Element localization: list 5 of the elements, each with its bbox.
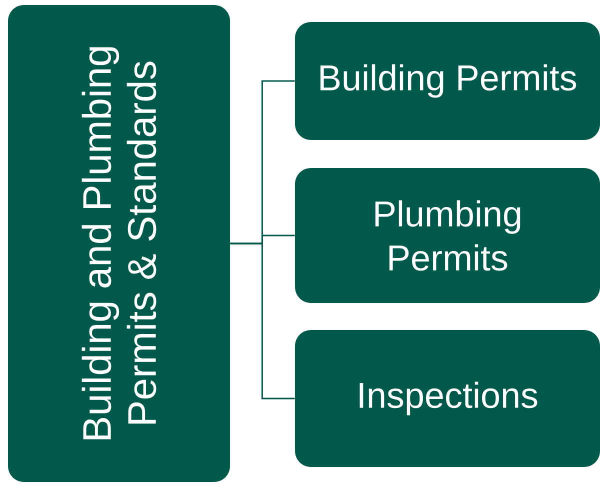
category-box: Plumbing Permits (295, 168, 600, 303)
category-box: Building Permits (295, 22, 600, 140)
title-box: Building and Plumbing Permits & Standards (8, 5, 230, 482)
connector-line (230, 242, 295, 400)
category-box: Inspections (295, 330, 600, 467)
